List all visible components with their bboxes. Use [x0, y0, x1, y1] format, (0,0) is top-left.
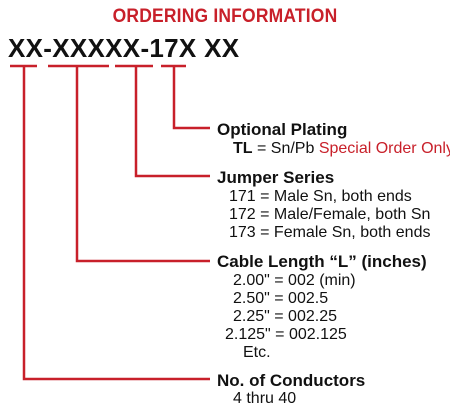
connector-plating: [172, 66, 210, 130]
connector-series: [134, 66, 210, 178]
jumper-series-heading: Jumper Series: [217, 168, 335, 187]
series-option: 172 = Male/Female, both Sn: [229, 206, 431, 223]
special-order-note: Special Order Only: [318, 140, 450, 157]
connector-length: [75, 66, 210, 263]
length-option: 2.00" = 002 (min): [233, 272, 356, 289]
connector-conductors: [22, 66, 210, 381]
length-option: 2.125" = 002.125: [225, 326, 347, 343]
ordering-info-title: ORDERING INFORMATION: [112, 6, 338, 27]
conductors-heading: No. of Conductors: [217, 371, 366, 390]
cable-length-heading: Cable Length “L” (inches): [217, 252, 427, 271]
plating-option: TL = Sn/Pb Special Order Only: [233, 140, 450, 158]
plating-code: TL: [233, 140, 253, 157]
plating-heading: Optional Plating: [217, 120, 348, 139]
series-option: 171 = Male Sn, both ends: [229, 188, 412, 205]
plating-description: = Sn/Pb: [252, 140, 319, 157]
part-number-code: XX-XXXXX-17X XX: [8, 33, 240, 63]
length-option: 2.25" = 002.25: [233, 308, 337, 325]
conductors-range: 4 thru 40: [233, 390, 297, 407]
length-option: 2.50" = 002.5: [233, 290, 329, 307]
series-option: 173 = Female Sn, both ends: [229, 224, 431, 241]
length-etc: Etc.: [243, 344, 271, 361]
